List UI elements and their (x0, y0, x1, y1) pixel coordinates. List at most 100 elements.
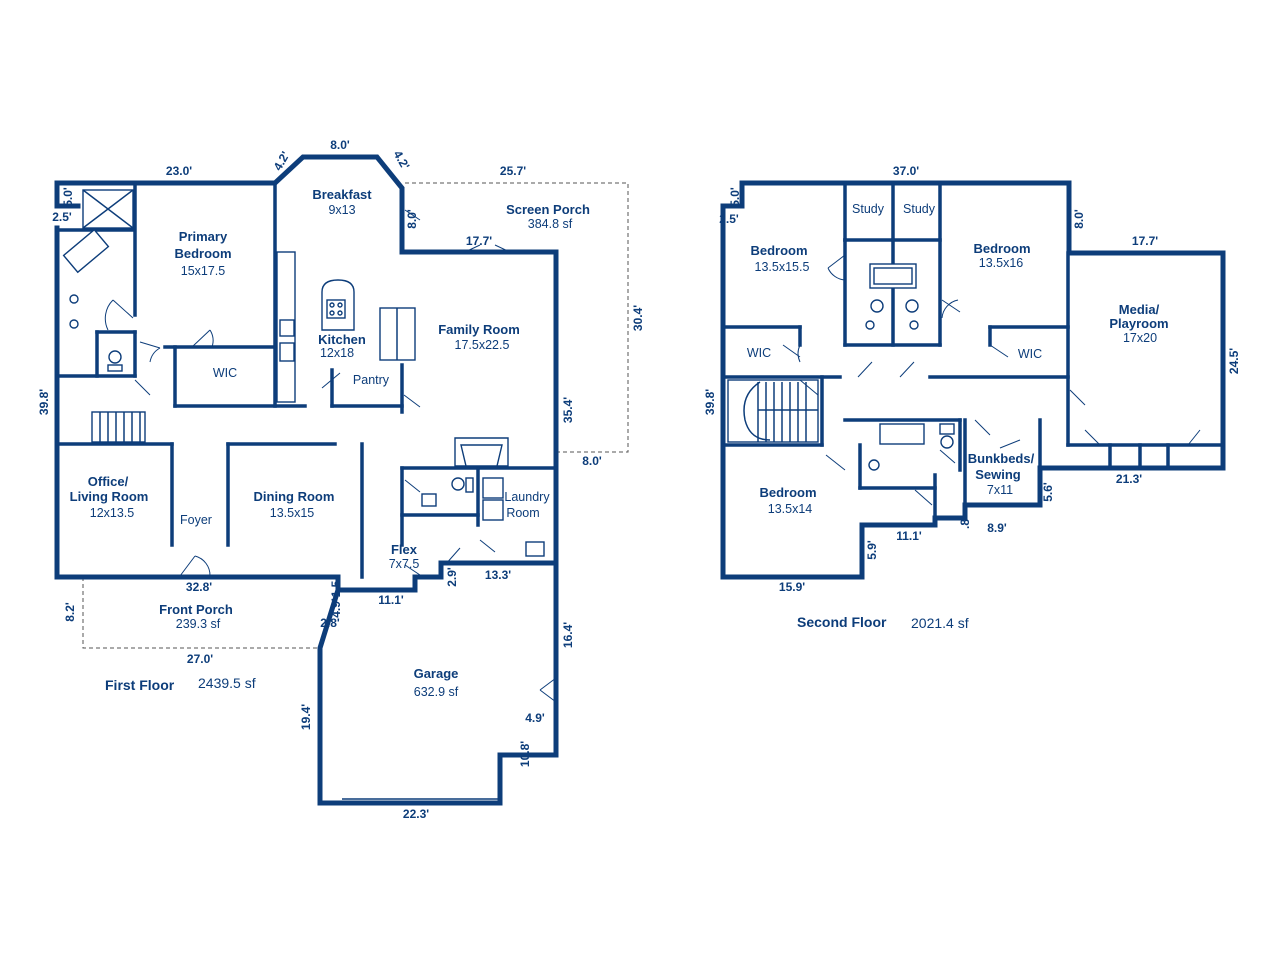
office-label-1: Office/ (88, 474, 129, 489)
office-size: 12x13.5 (90, 506, 135, 520)
dim-1-5: 1.5 (329, 580, 343, 597)
bedroom-2c-size: 13.5x14 (768, 502, 813, 516)
screen-porch-area: 384.8 sf (528, 217, 573, 231)
bedroom-2a-label: Bedroom (750, 243, 807, 258)
screen-porch-outline (405, 182, 629, 453)
dim-16-4: 16.4' (561, 622, 575, 648)
dim-25-7: 25.7' (500, 164, 526, 178)
dim-35-4: 35.4' (561, 397, 575, 423)
media-size: 17x20 (1123, 331, 1157, 345)
screen-porch-label: Screen Porch (506, 202, 590, 217)
second-floor-fixtures (727, 263, 955, 471)
dim-11-1-first: 11.1' (378, 593, 404, 607)
dim-4-9-first: 4.9' (329, 598, 343, 618)
front-porch-area: 239.3 sf (176, 617, 221, 631)
dim-11-1-second: 11.1' (896, 529, 922, 543)
bunkbeds-size: 7x11 (987, 483, 1013, 497)
dim-2-8: 2.8' (320, 616, 340, 630)
family-room-size: 17.5x22.5 (455, 338, 510, 352)
laundry-label-2: Room (506, 506, 539, 520)
wic-label-2b: WIC (1018, 347, 1042, 361)
primary-bedroom-label-2: Bedroom (174, 246, 231, 261)
front-porch-label: Front Porch (159, 602, 233, 617)
dim-10-8: 10.8' (518, 741, 532, 767)
dim-8-2: 8.2' (63, 602, 77, 622)
bedroom-2a-size: 13.5x15.5 (755, 260, 810, 274)
dim-8-9: 8.9' (987, 521, 1007, 535)
dim-19-4: 19.4' (299, 704, 313, 730)
wic-label-first: WIC (213, 366, 237, 380)
office-label-2: Living Room (70, 489, 149, 504)
bunkbeds-label-1: Bunkbeds/ (968, 451, 1035, 466)
family-room-label: Family Room (438, 322, 520, 337)
dim-22-3: 22.3' (403, 807, 429, 821)
kitchen-size: 12x18 (320, 346, 354, 360)
study-a-label: Study (852, 202, 885, 216)
dim-2-9: 2.9' (445, 567, 459, 587)
dim-23-0: 23.0' (166, 164, 192, 178)
dim-5-0-first: 5.0' (61, 187, 75, 207)
dim-17-7-second: 17.7' (1132, 234, 1158, 248)
dim-2-5-first: 2.5' (52, 210, 72, 224)
dim-17-7-first: 17.7' (466, 234, 492, 248)
second-floor-label: Second Floor (797, 614, 887, 630)
dining-room-size: 13.5x15 (270, 506, 315, 520)
dim-4-2-right: 4.2' (391, 148, 413, 172)
bunkbeds-label-2: Sewing (975, 467, 1021, 482)
first-floor-area: 2439.5 sf (198, 675, 256, 691)
laundry-label-1: Laundry (504, 490, 550, 504)
dining-room-label: Dining Room (254, 489, 335, 504)
primary-bedroom-size: 15x17.5 (181, 264, 226, 278)
dim-15-9: 15.9' (779, 580, 805, 594)
foyer-label: Foyer (180, 513, 212, 527)
flex-size: 7x7.5 (389, 557, 420, 571)
dim-13-3: 13.3' (485, 568, 511, 582)
primary-bedroom-label-1: Primary (179, 229, 228, 244)
study-b-label: Study (903, 202, 936, 216)
bedroom-2c-label: Bedroom (759, 485, 816, 500)
dim-8-0-breakfast: 8.0' (405, 209, 419, 229)
media-label-1: Media/ (1119, 302, 1160, 317)
first-floor-fixtures (62, 189, 545, 557)
breakfast-label: Breakfast (312, 187, 372, 202)
dim-39-8-second: 39.8' (703, 389, 717, 415)
second-floor-interior-walls (721, 183, 1225, 522)
dim-24-5: 24.5' (1227, 348, 1241, 374)
front-porch-outline (82, 577, 320, 649)
dim-2-5-second: 2.5' (719, 212, 739, 226)
second-floor-exterior-wall (720, 180, 1226, 580)
dim-8-0-second: 8.0' (1072, 209, 1086, 229)
dim-32-8: 32.8' (186, 580, 212, 594)
dim-8-0-porch: 8.0' (582, 454, 602, 468)
dim-5-9: 5.9' (865, 540, 879, 560)
media-label-2: Playroom (1109, 316, 1168, 331)
dim-4-2-left: 4.2' (271, 149, 293, 173)
second-floor-doors (782, 254, 1201, 506)
first-floor-interior-walls (55, 181, 558, 579)
dim-27-0: 27.0' (187, 652, 213, 666)
bedroom-2b-label: Bedroom (973, 241, 1030, 256)
dim-21-3: 21.3' (1116, 472, 1142, 486)
flex-label: Flex (391, 542, 418, 557)
dim-5-6: 5.6' (1041, 482, 1055, 502)
dim-4-9-garage: 4.9' (525, 711, 545, 725)
dim-30-4: 30.4' (631, 305, 645, 331)
dim-39-8-first: 39.8' (37, 389, 51, 415)
dim-37-0: 37.0' (893, 164, 919, 178)
kitchen-label: Kitchen (318, 332, 366, 347)
pantry-label: Pantry (353, 373, 390, 387)
wic-label-2a: WIC (747, 346, 771, 360)
garage-wall (317, 560, 559, 806)
bedroom-2b-size: 13.5x16 (979, 256, 1024, 270)
first-floor-label: First Floor (105, 677, 175, 693)
second-floor-area: 2021.4 sf (911, 615, 969, 631)
dim-5-0-second: 5.0' (728, 187, 742, 207)
breakfast-size: 9x13 (328, 203, 355, 217)
first-floor-doors (104, 209, 557, 703)
dim-8-0-top: 8.0' (330, 138, 350, 152)
garage-label: Garage (414, 666, 459, 681)
garage-area: 632.9 sf (414, 685, 459, 699)
dim-dot-8: .8 (958, 519, 972, 529)
